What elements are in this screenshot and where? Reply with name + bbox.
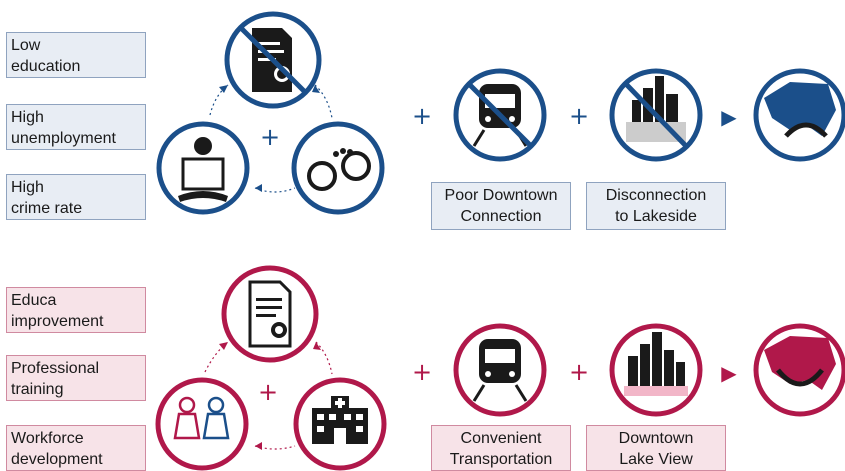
arrow-icon: ▶ (721, 107, 737, 129)
solution-label: Professional training (6, 355, 146, 401)
plus-sign: + (569, 102, 589, 130)
plus-sign: + (260, 123, 280, 151)
plus-sign: + (412, 102, 432, 130)
train-icon (453, 323, 547, 417)
unemployed-person-icon (156, 121, 250, 215)
factor-label: Convenient Transportation (431, 425, 571, 471)
problem-label: High unemployment (6, 104, 146, 150)
happy-map-icon (753, 323, 845, 417)
city-skyline-icon (609, 323, 703, 417)
train-icon (453, 68, 547, 162)
factor-label: Disconnection to Lakeside (586, 182, 726, 230)
plus-sign: + (258, 378, 278, 406)
plus-sign: + (412, 358, 432, 386)
city-skyline-icon (609, 68, 703, 162)
factor-label: Poor Downtown Connection (431, 182, 571, 230)
plus-sign: + (569, 358, 589, 386)
arrow-icon: ▶ (721, 363, 737, 385)
certificate-icon (221, 265, 319, 363)
nurses-icon (155, 377, 249, 471)
problem-label: Low education (6, 32, 146, 78)
handcuffs-icon (291, 121, 385, 215)
factor-label: Downtown Lake View (586, 425, 726, 471)
solution-label: Workforce development (6, 425, 146, 471)
sad-map-icon (753, 68, 845, 162)
top-cycle-arrows (209, 84, 333, 193)
document-icon (224, 11, 322, 109)
solution-label: Educa improvement (6, 287, 146, 333)
hospital-icon (293, 377, 387, 471)
problem-label: High crime rate (6, 174, 146, 220)
